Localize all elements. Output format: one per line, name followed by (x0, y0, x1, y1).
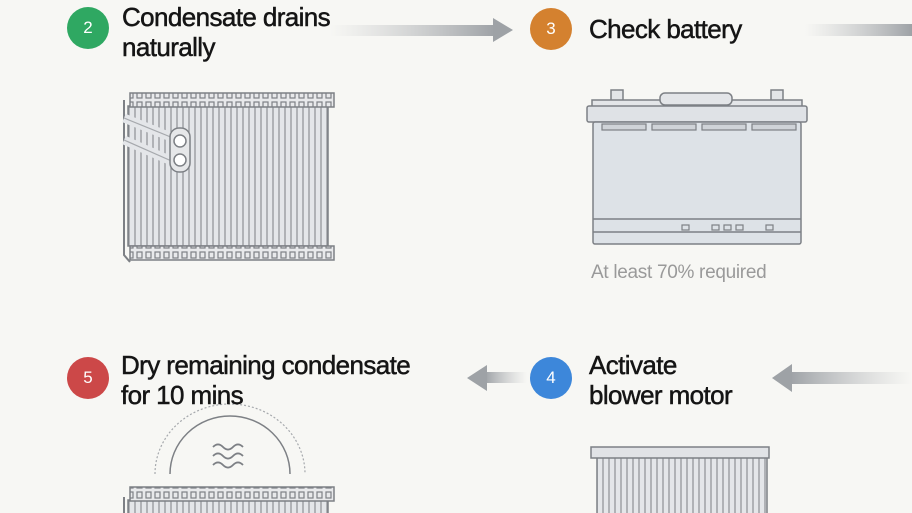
drying-evaporator-icon (123, 403, 335, 513)
arrow-4-to-5 (467, 365, 527, 391)
arrow-2-to-3 (330, 18, 513, 42)
step-3-title: Check battery (589, 14, 743, 45)
step-5-badge: 5 (67, 357, 109, 399)
step-2-title: Condensate drains naturally (122, 2, 331, 63)
airflow-waves-icon (212, 443, 244, 469)
step-4-title: Activate blower motor (589, 350, 733, 411)
evaporator-icon (122, 92, 335, 263)
step-5-title: Dry remaining condensate for 10 mins (121, 350, 411, 411)
battery-icon (586, 89, 808, 245)
arrow-3-continue (805, 24, 912, 36)
step-4-badge: 4 (530, 357, 572, 399)
blower-filter-icon (590, 446, 770, 513)
battery-requirement-caption: At least 70% required (591, 262, 767, 283)
arrow-into-4 (772, 364, 912, 392)
step-3-badge: 3 (530, 8, 572, 50)
step-2-badge: 2 (67, 7, 109, 49)
